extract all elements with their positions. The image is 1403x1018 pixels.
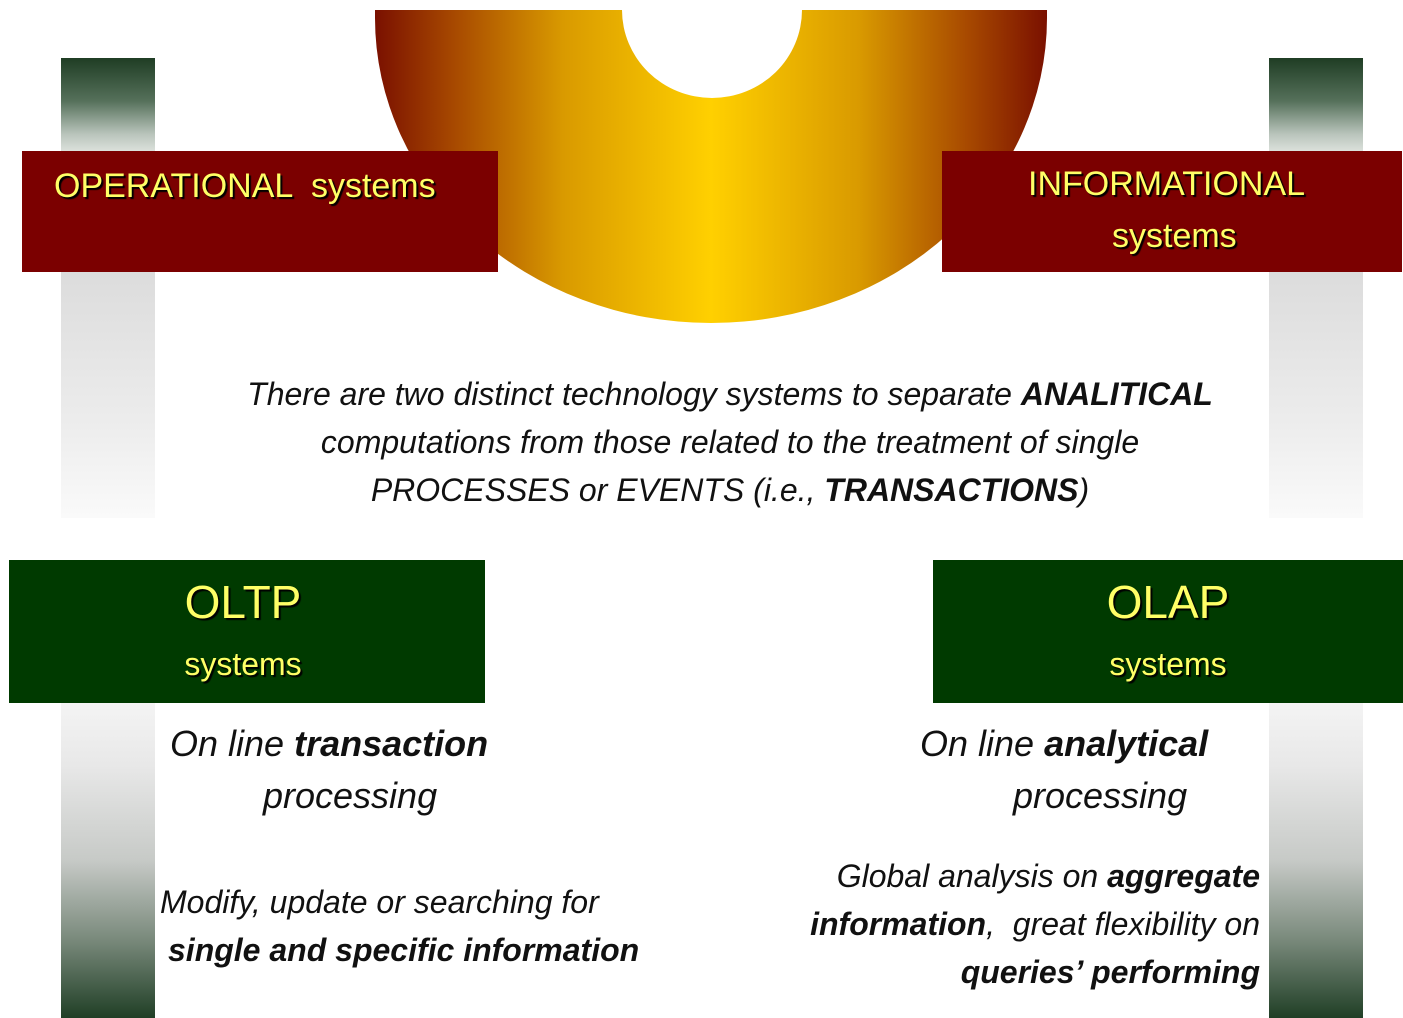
intro-paragraph: There are two distinct technology system… bbox=[160, 370, 1300, 514]
olap-detail-line-2: information, great flexibility on bbox=[740, 900, 1260, 948]
intro-line-2: computations from those related to the t… bbox=[320, 424, 1140, 460]
informational-systems-text: systems bbox=[1112, 217, 1237, 255]
oltp-detail: Modify, update or searching for single a… bbox=[160, 878, 680, 974]
olap-detail-line-1: Global analysis on aggregate bbox=[740, 852, 1260, 900]
oltp-description: On line transaction processing bbox=[170, 718, 610, 822]
intro-text-1: There are two distinct technology system… bbox=[247, 376, 1021, 412]
oltp-title: OLTP bbox=[184, 576, 302, 628]
olap-box: OLAP systems bbox=[933, 560, 1403, 703]
oltp-subtitle: systems bbox=[184, 646, 302, 682]
oltp-desc-bold: transaction bbox=[294, 723, 489, 764]
olap-detail-line-3: queries’ performing bbox=[740, 948, 1260, 996]
oltp-desc-line-1: On line transaction bbox=[170, 718, 610, 770]
golden-arch-graphic bbox=[375, 10, 1047, 323]
olap-detail-bold-information: information bbox=[810, 906, 987, 942]
olap-desc-bold: analytical bbox=[1044, 723, 1209, 764]
oltp-desc-prefix: On line bbox=[170, 723, 295, 764]
informational-text: INFORMATIONAL bbox=[1028, 165, 1306, 203]
olap-detail: Global analysis on aggregate information… bbox=[740, 852, 1260, 996]
olap-detail-bold-aggregate: aggregate bbox=[1107, 858, 1260, 894]
olap-description: On line analytical processing bbox=[920, 718, 1280, 822]
oltp-desc-line-2: processing bbox=[263, 775, 438, 816]
operational-systems-label: OPERATIONAL systems bbox=[22, 151, 498, 272]
oltp-detail-line-2: single and specific information bbox=[160, 926, 680, 974]
right-pillar-bottom bbox=[1269, 702, 1363, 1018]
oltp-detail-line-1: Modify, update or searching for bbox=[160, 884, 599, 920]
intro-bold-analitical: ANALITICAL bbox=[1020, 376, 1213, 412]
intro-text-3: PROCESSES or EVENTS (i.e., bbox=[370, 472, 825, 508]
olap-detail-bold-queries: queries’ performing bbox=[960, 954, 1260, 990]
left-pillar-top bbox=[61, 58, 155, 153]
informational-systems-label: INFORMATIONAL systems bbox=[942, 151, 1402, 272]
intro-bold-transactions: TRANSACTIONS bbox=[824, 472, 1079, 508]
oltp-detail-bold: single and specific information bbox=[168, 932, 640, 968]
right-pillar-top bbox=[1269, 58, 1363, 153]
olap-detail-prefix: Global analysis on bbox=[836, 858, 1108, 894]
olap-detail-mid: , great flexibility on bbox=[986, 906, 1260, 942]
oltp-box: OLTP systems bbox=[9, 560, 485, 703]
olap-desc-line-2: processing bbox=[1013, 775, 1188, 816]
olap-desc-prefix: On line bbox=[920, 723, 1045, 764]
left-pillar-bottom bbox=[61, 702, 155, 1018]
olap-title: OLAP bbox=[1106, 576, 1230, 628]
intro-line-1: There are two distinct technology system… bbox=[160, 370, 1300, 418]
olap-desc-line-1: On line analytical bbox=[920, 718, 1280, 770]
olap-subtitle: systems bbox=[1109, 646, 1227, 682]
right-pillar-middle bbox=[1269, 272, 1363, 518]
left-pillar-middle bbox=[61, 272, 155, 518]
operational-systems-text: OPERATIONAL systems bbox=[54, 167, 436, 205]
intro-line-3: PROCESSES or EVENTS (i.e., TRANSACTIONS) bbox=[160, 466, 1300, 514]
intro-text-4: ) bbox=[1078, 472, 1090, 508]
